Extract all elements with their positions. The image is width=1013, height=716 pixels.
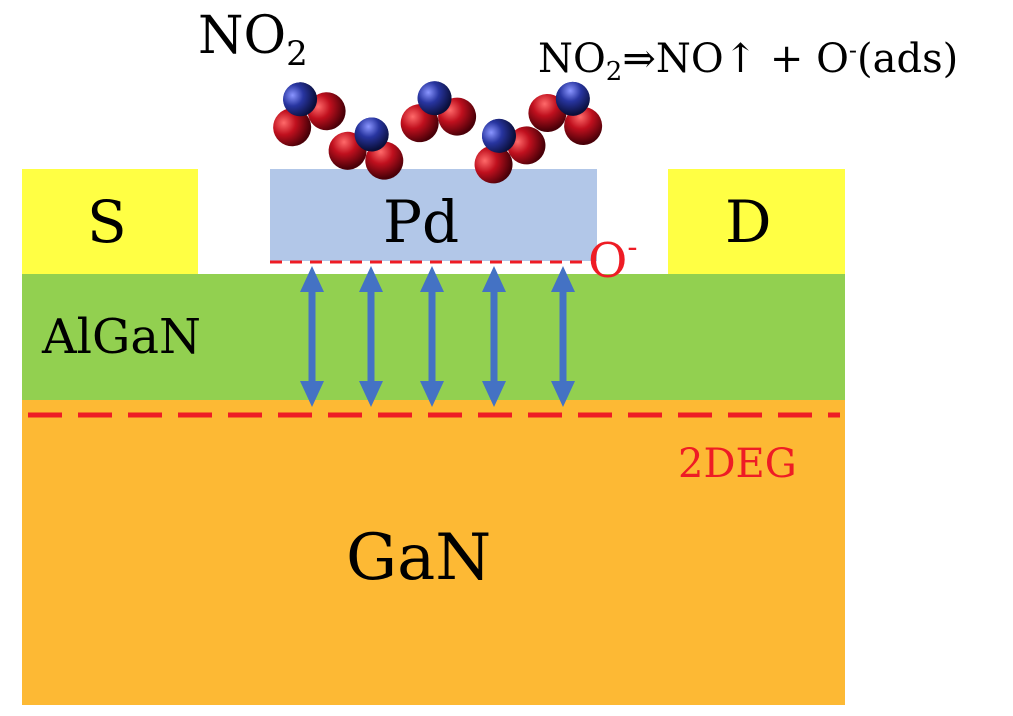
no2-molecule	[328, 117, 404, 180]
field-arrow	[420, 266, 444, 407]
nitrogen-atom	[482, 118, 516, 153]
no2-gas-label: NO2	[198, 6, 308, 74]
oxygen-atom	[507, 126, 546, 165]
oxygen-atom	[273, 108, 312, 147]
oxygen-atom	[307, 92, 346, 131]
no2-molecules	[273, 81, 603, 184]
2deg-label: 2DEG	[678, 441, 797, 487]
nitrogen-atom	[354, 117, 389, 152]
no2-molecule	[474, 118, 546, 184]
drain-label: D	[725, 188, 772, 256]
gan-label: GaN	[346, 521, 492, 595]
field-arrow	[482, 266, 506, 407]
nitrogen-atom	[555, 81, 590, 116]
adsorbed-oxygen-ion-label: O-	[588, 230, 638, 289]
no2-molecule	[273, 82, 346, 147]
field-arrow	[551, 266, 575, 407]
field-arrow	[300, 266, 324, 407]
field-arrow	[359, 266, 383, 407]
pd-gate	[270, 169, 597, 261]
oxygen-atom	[474, 145, 513, 184]
gan-substrate	[22, 400, 845, 705]
gate-label: Pd	[383, 188, 460, 256]
source-label: S	[87, 188, 127, 256]
nitrogen-atom	[283, 82, 318, 117]
reaction-equation: NO2⇒NO↑ + O-(ads)	[538, 36, 959, 87]
algan-label: AlGaN	[42, 309, 201, 365]
source-contact	[22, 169, 198, 274]
no2-molecule	[528, 81, 603, 146]
oxygen-atom	[564, 107, 603, 146]
nitrogen-atom	[417, 81, 452, 116]
field-arrows	[300, 266, 575, 407]
no2-molecule	[400, 81, 477, 143]
drain-contact	[668, 169, 845, 274]
